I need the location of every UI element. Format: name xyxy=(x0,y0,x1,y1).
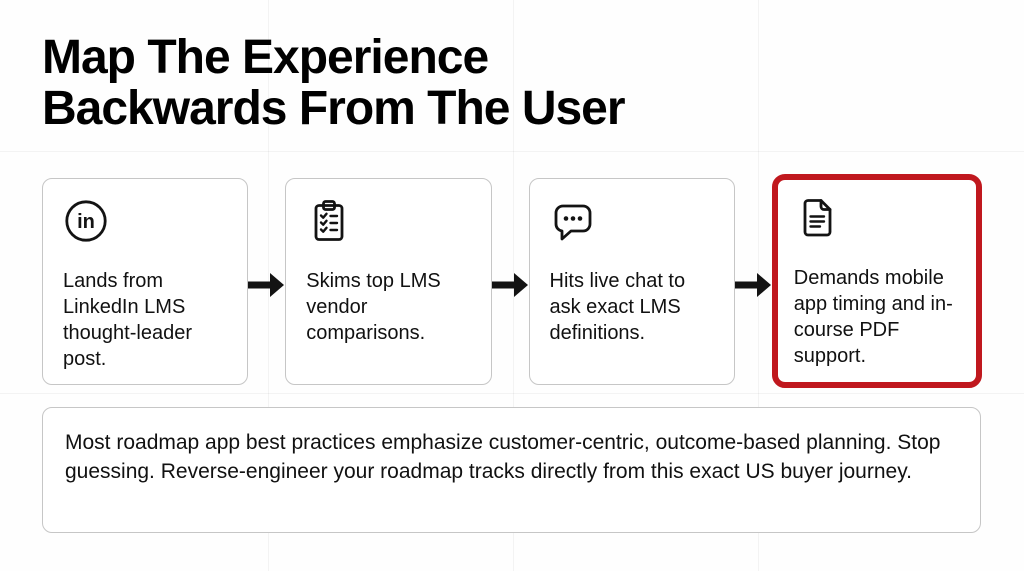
page-title: Map The Experience Backwards From The Us… xyxy=(42,31,626,135)
right-arrow-icon xyxy=(248,271,285,304)
gridline-horizontal xyxy=(0,151,1024,152)
clipboard-checklist-icon xyxy=(306,198,352,244)
step-text: Demands mobile app timing and in-course … xyxy=(793,267,953,367)
page-title-line2: Backwards From The User xyxy=(42,82,626,135)
step-text: Lands from LinkedIn LMS thought-leader p… xyxy=(63,270,192,370)
document-icon xyxy=(794,195,840,241)
right-arrow-icon xyxy=(491,271,529,304)
step-card-live-chat: Hits live chat to ask exact LMS definiti… xyxy=(528,178,735,385)
journey-steps-row: in Lands from LinkedIn LMS thought-leade… xyxy=(42,174,982,391)
insight-note-text: Most roadmap app best practices emphasiz… xyxy=(65,431,941,483)
chat-bubble-icon xyxy=(550,198,596,244)
svg-text:in: in xyxy=(77,211,95,233)
linkedin-icon: in xyxy=(63,198,109,244)
step-card-mobile-pdf-demands: Demands mobile app timing and in-course … xyxy=(771,174,982,388)
step-text: Skims top LMS vendor comparisons. xyxy=(306,270,441,344)
step-card-vendor-comparisons: Skims top LMS vendor comparisons. xyxy=(285,178,492,385)
right-arrow-icon xyxy=(734,271,772,304)
page-title-line1: Map The Experience xyxy=(42,31,489,84)
gridline-horizontal xyxy=(0,393,1024,394)
step-card-linkedin-post: in Lands from LinkedIn LMS thought-leade… xyxy=(42,178,249,385)
insight-note-box: Most roadmap app best practices emphasiz… xyxy=(42,407,981,533)
step-text: Hits live chat to ask exact LMS definiti… xyxy=(549,270,686,344)
